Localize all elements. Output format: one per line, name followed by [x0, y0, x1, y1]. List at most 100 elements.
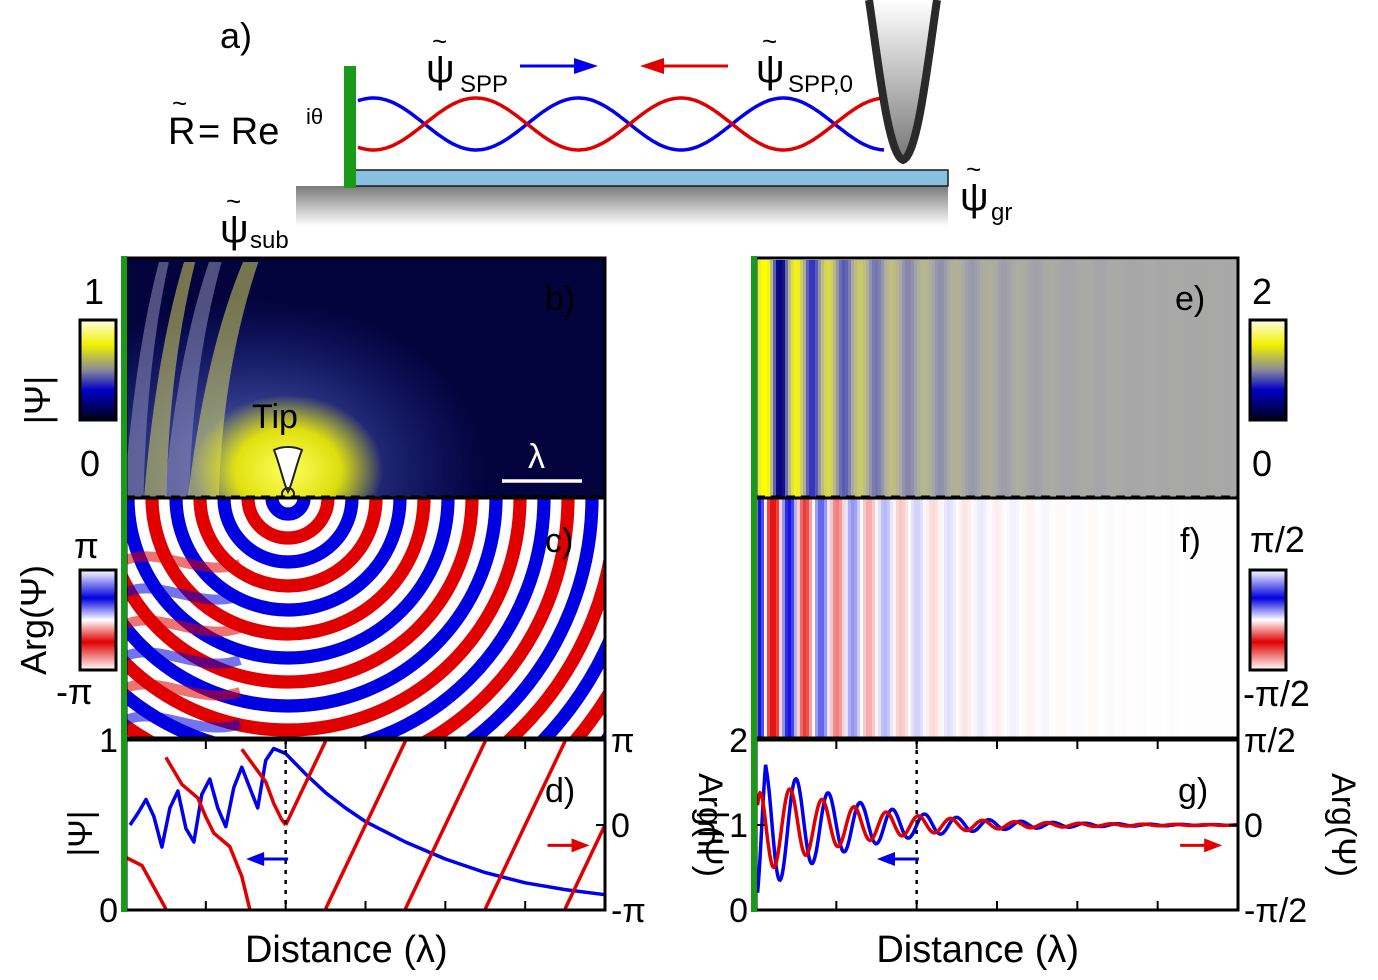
y-tick-label-right: -π/2 — [1244, 892, 1307, 930]
afm-tip-body — [869, 0, 937, 160]
y-tick-label-left: 2 — [729, 722, 748, 760]
phase-stripe — [1016, 499, 1020, 737]
phase-stripe — [872, 499, 876, 737]
magnitude-stripe — [1205, 260, 1209, 497]
phase-stripe — [1052, 499, 1056, 737]
magnitude-stripe — [1229, 260, 1233, 497]
magnitude-stripe — [1196, 260, 1200, 497]
colorbar-magnitude-right-swatch — [1248, 318, 1288, 422]
magnitude-stripe — [1109, 260, 1113, 497]
phase-stripe — [1223, 499, 1227, 737]
colorbar-phase-left: π -π Arg(Ψ) — [13, 525, 118, 712]
phase-stripe — [923, 499, 927, 737]
phase-stripe — [1034, 499, 1038, 737]
substrate — [296, 186, 948, 226]
phase-stripe — [977, 499, 981, 737]
phase-ripple — [126, 583, 242, 605]
phase-stripe — [917, 499, 921, 737]
magnitude-stripe — [758, 260, 762, 497]
magnitude-stripe — [914, 260, 918, 497]
phase-stripe — [1022, 499, 1026, 737]
magnitude-stripe — [935, 260, 939, 497]
svg-text:ψ: ψ — [220, 207, 249, 251]
phase-stripe — [758, 499, 762, 737]
colorbar-phase-swatch — [78, 568, 118, 672]
magnitude-stripe — [1085, 260, 1089, 497]
phase-stripe — [770, 499, 774, 737]
magnitude-stripe — [1013, 260, 1017, 497]
phase-stripe — [1097, 499, 1101, 737]
svg-text:= Re: = Re — [198, 111, 279, 153]
magnitude-stripe — [983, 260, 987, 497]
panel-b-magnitude-map: Tip λ b) — [124, 256, 607, 501]
phase-stripe — [1190, 499, 1194, 737]
phase-stripe — [953, 499, 957, 737]
magnitude-stripe — [1052, 260, 1056, 497]
magnitude-stripe — [1076, 260, 1080, 497]
graphene-layer — [351, 169, 949, 187]
phase-stripe — [824, 499, 828, 737]
magnitude-stripe — [1193, 260, 1197, 497]
magnitude-stripe — [911, 260, 915, 497]
magnitude-stripe — [803, 260, 807, 497]
phase-stripe — [1148, 499, 1152, 737]
phase-ring — [217, 498, 359, 569]
wavelength-scale-label: λ — [528, 438, 545, 476]
afm-tip-outline — [865, 0, 941, 165]
phase-stripe — [794, 499, 798, 737]
phase-stripe — [839, 499, 843, 737]
phase-stripe — [968, 499, 972, 737]
magnitude-stripe — [917, 260, 921, 497]
phase-stripe — [944, 499, 948, 737]
magnitude-stripe — [1088, 260, 1092, 497]
magnitude-stripe — [899, 260, 903, 497]
magnitude-stripe — [1019, 260, 1023, 497]
phase-stripe — [857, 499, 861, 737]
magnitude-stripe — [1100, 260, 1104, 497]
magnitude-stripe — [938, 260, 942, 497]
magnitude-stripe — [977, 260, 981, 497]
phase-stripe — [1187, 499, 1191, 737]
phase-stripe — [1061, 499, 1065, 737]
phase-stripe — [911, 499, 915, 737]
magnitude-stripe — [1211, 260, 1215, 497]
phase-ring — [265, 498, 311, 521]
magnitude-stripe — [1220, 260, 1224, 497]
phase-stripe — [1166, 499, 1170, 737]
panel-e-magnitude-stripes: e) — [754, 256, 1240, 500]
label-psi-gr: ~ ψ gr — [960, 154, 1012, 226]
magnitude-stripe — [875, 260, 879, 497]
magnitude-stripe — [833, 260, 837, 497]
reflector-wall — [344, 66, 356, 188]
phase-stripe — [1040, 499, 1044, 737]
phase-stripe — [1199, 499, 1203, 737]
series-phase-line — [755, 787, 1238, 870]
colorbar-magnitude-min: 0 — [80, 443, 100, 484]
phase-stripe — [1103, 499, 1107, 737]
phase-stripe — [1154, 499, 1158, 737]
phase-stripe — [773, 499, 777, 737]
phase-stripe — [1160, 499, 1164, 737]
phase-stripe — [1094, 499, 1098, 737]
colorbar-phase-min: -π — [56, 671, 93, 712]
phase-stripe — [1121, 499, 1125, 737]
phase-stripe — [896, 499, 900, 737]
magnitude-stripe — [863, 260, 867, 497]
magnitude-stripe — [1091, 260, 1095, 497]
magnitude-stripe — [1094, 260, 1098, 497]
magnitude-stripe — [800, 260, 804, 497]
phase-stripe — [854, 499, 858, 737]
magnitude-stripe — [974, 260, 978, 497]
panel-label-a: a) — [220, 15, 252, 56]
label-reflection-coefficient: ~ R = Re iθ — [168, 88, 323, 153]
magnitude-stripe — [1157, 260, 1161, 497]
magnitude-stripe — [1226, 260, 1230, 497]
magnitude-stripe — [1136, 260, 1140, 497]
magnitude-stripe — [809, 260, 813, 497]
phase-stripe — [1067, 499, 1071, 737]
phase-stripe — [1076, 499, 1080, 737]
x-axis-title: Distance (λ) — [876, 929, 1079, 971]
magnitude-stripe — [1139, 260, 1143, 497]
magnitude-stripe — [860, 260, 864, 497]
phase-ripple — [126, 551, 242, 573]
